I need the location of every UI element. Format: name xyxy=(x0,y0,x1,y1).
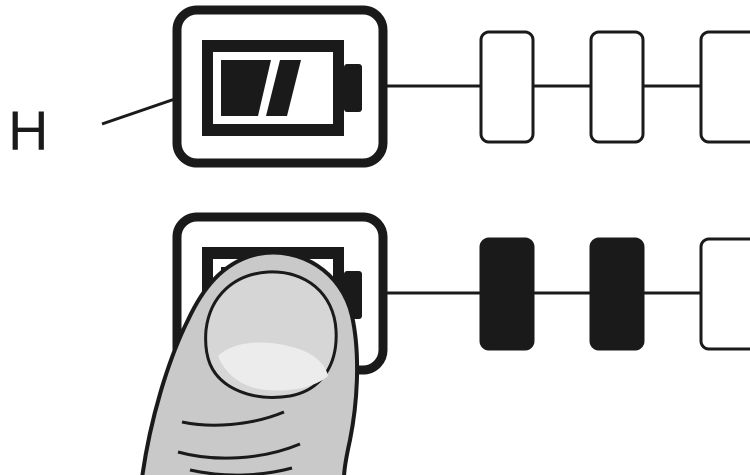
top-row xyxy=(177,10,750,163)
bottom-row xyxy=(142,217,750,475)
top-indicator-led-1 xyxy=(481,32,533,142)
bottom-indicator-led-3 xyxy=(701,239,750,349)
bottom-indicator-led-1 xyxy=(481,239,533,349)
bottom-indicator-led-2 xyxy=(591,239,643,349)
battery-icon xyxy=(202,40,362,136)
top-indicator-led-2 xyxy=(591,32,643,142)
top-indicator-led-3 xyxy=(701,32,750,142)
top-battery-button[interactable] xyxy=(177,10,383,163)
callout-label-h: H xyxy=(8,99,48,162)
